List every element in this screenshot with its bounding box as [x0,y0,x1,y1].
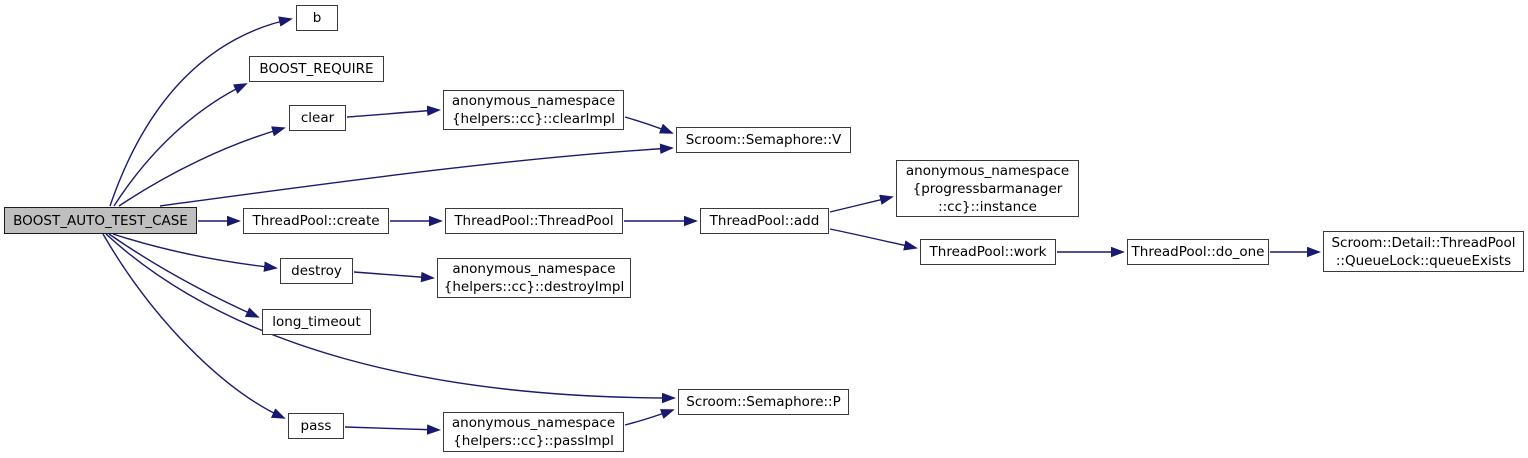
node-long-timeout[interactable]: long_timeout [262,309,371,335]
node-progressbar-instance[interactable]: anonymous_namespace {progressbarmanager … [896,160,1079,217]
edge-root-to-pass [102,233,284,418]
edge-clearimpl-to-semaphore-v [624,116,672,133]
node-destroy-impl[interactable]: anonymous_namespace {helpers::cc}::destr… [437,258,631,298]
node-clear-impl[interactable]: anonymous_namespace {helpers::cc}::clear… [443,90,624,130]
node-pass-impl[interactable]: anonymous_namespace {helpers::cc}::passI… [443,412,624,452]
node-threadpool-work[interactable]: ThreadPool::work [920,239,1056,265]
node-threadpool-threadpool[interactable]: ThreadPool::ThreadPool [445,208,623,234]
edge-add-to-instance [829,197,892,213]
node-queue-exists[interactable]: Scroom::Detail::ThreadPool ::QueueLock::… [1323,231,1524,272]
node-boost-auto-test-case: BOOST_AUTO_TEST_CASE [4,207,197,234]
edge-root-to-semaphore-p [105,233,674,398]
node-semaphore-v[interactable]: Scroom::Semaphore::V [676,127,851,153]
edge-root-to-long-timeout [108,233,258,317]
node-b[interactable]: b [296,5,338,31]
edge-destroy-to-destroyimpl [353,271,433,278]
edge-root-to-destroy [112,233,276,268]
edge-add-to-work [829,228,916,248]
edge-root-to-semaphore-v [159,148,672,207]
node-destroy[interactable]: destroy [280,258,353,284]
edge-root-to-clear [118,128,284,207]
node-pass[interactable]: pass [288,413,344,439]
edge-pass-to-passimpl [344,427,439,430]
node-threadpool-create[interactable]: ThreadPool::create [243,208,389,234]
edge-clear-to-clearimpl [346,110,439,118]
node-semaphore-p[interactable]: Scroom::Semaphore::P [678,389,849,415]
edge-root-to-boost-require [113,84,246,207]
node-threadpool-do-one[interactable]: ThreadPool::do_one [1127,239,1269,265]
edge-passimpl-to-semaphore-p [624,410,673,426]
node-boost-require[interactable]: BOOST_REQUIRE [249,56,384,82]
edge-root-to-b [109,19,291,207]
node-threadpool-add[interactable]: ThreadPool::add [700,208,829,234]
node-clear[interactable]: clear [289,105,346,131]
